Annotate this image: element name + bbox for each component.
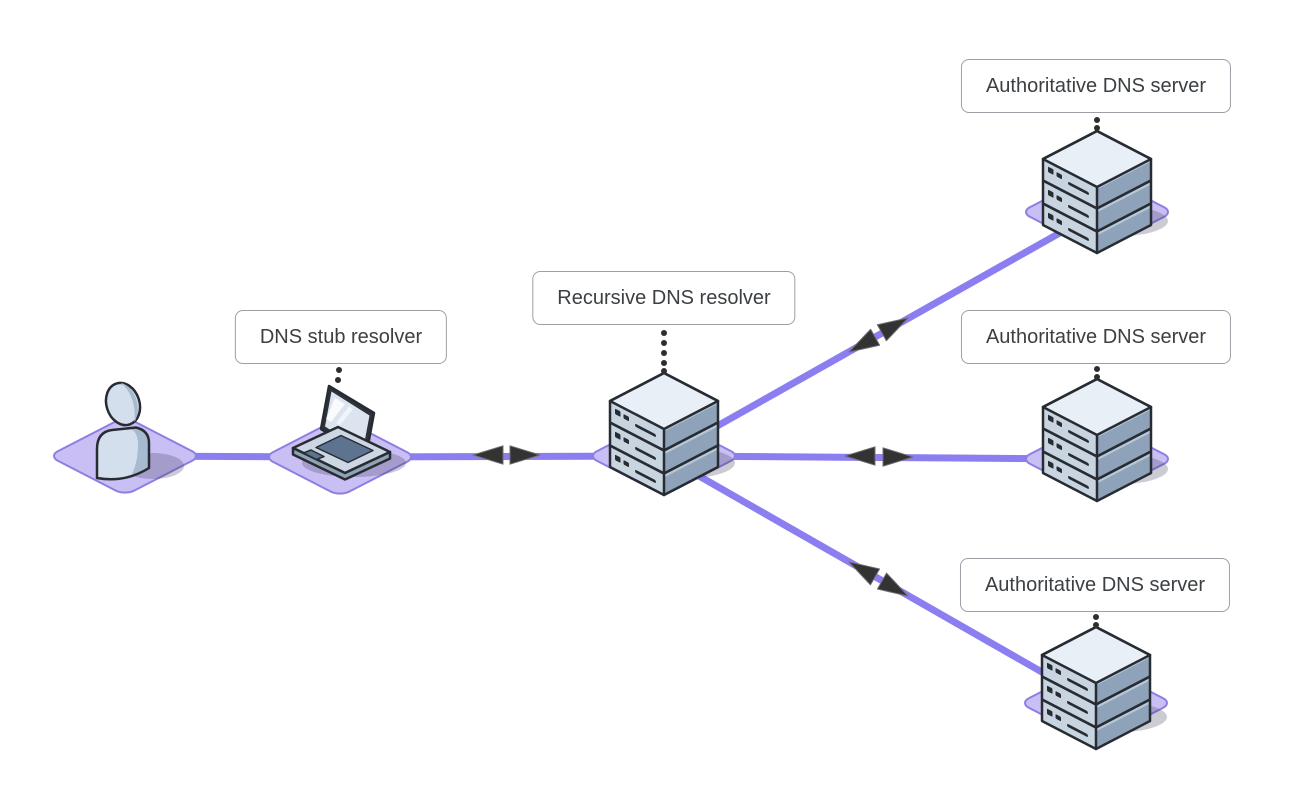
- label-authoritative-dns-server-middle: Authoritative DNS server: [960, 310, 1232, 364]
- label-dns-stub-resolver: DNS stub resolver: [234, 310, 448, 364]
- arrow-to-resolver: [844, 446, 876, 466]
- arrow-to-auth-middle: [882, 447, 914, 467]
- edge-resolver-auth-middle: [660, 452, 1101, 463]
- arrow-to-resolver: [509, 445, 541, 465]
- dotted-connector-resolver: [661, 330, 667, 374]
- dotted-connector-auth-bottom: [1093, 614, 1099, 628]
- edge-resolver-auth-top: [660, 208, 1101, 460]
- arrow-to-stub: [472, 445, 504, 465]
- dotted-connector-auth-top: [1094, 117, 1100, 131]
- server-icon: [1041, 377, 1170, 503]
- label-recursive-dns-resolver: Recursive DNS resolver: [532, 271, 796, 325]
- dotted-connector-stub: [335, 367, 342, 383]
- server-icon: [608, 371, 737, 497]
- server-icon: [1041, 129, 1170, 255]
- server-icon: [1040, 625, 1169, 751]
- label-authoritative-dns-server-bottom: Authoritative DNS server: [959, 558, 1231, 612]
- label-connectors: [335, 117, 1100, 628]
- dotted-connector-auth-middle: [1094, 366, 1100, 380]
- label-authoritative-dns-server-top: Authoritative DNS server: [960, 59, 1232, 113]
- edge-resolver-auth-bottom: [660, 452, 1100, 707]
